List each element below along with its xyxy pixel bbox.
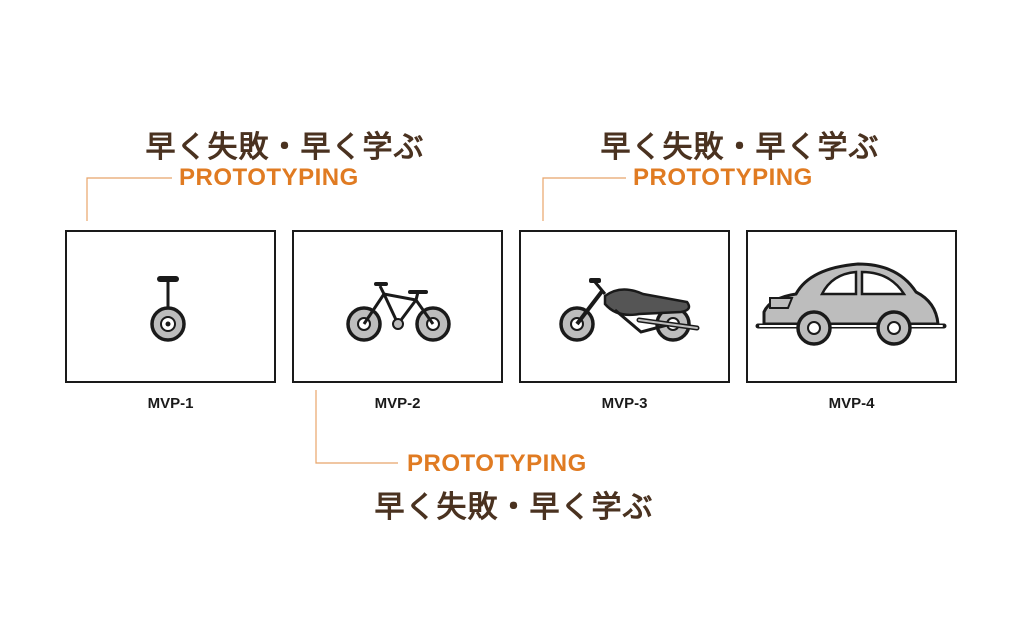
annotation-heading-2: 早く失敗・早く学ぶ (600, 130, 880, 165)
mvp-1-caption: MVP-1 (147, 395, 194, 412)
mvp-2-caption: MVP-2 (374, 395, 421, 412)
unicycle-icon (150, 276, 186, 342)
connector-line-3 (315, 390, 398, 464)
mvp-4-caption: MVP-4 (828, 395, 875, 412)
mvp-2-frame (292, 230, 503, 383)
mvp-1-frame (65, 230, 276, 383)
mvp-3-caption: MVP-3 (601, 395, 648, 412)
bicycle-icon (346, 282, 451, 342)
car-icon (755, 262, 947, 346)
mvp-4-frame (746, 230, 957, 383)
mvp-3-frame (519, 230, 730, 383)
connector-line-1 (86, 177, 172, 221)
annotation-heading-3: 早く失敗・早く学ぶ (374, 490, 654, 525)
motorcycle-icon (559, 278, 700, 342)
annotation-label-3: PROTOTYPING (407, 450, 587, 477)
annotation-label-1: PROTOTYPING (179, 164, 359, 191)
annotation-label-2: PROTOTYPING (633, 164, 813, 191)
annotation-heading-1: 早く失敗・早く学ぶ (145, 130, 425, 165)
connector-line-2 (542, 177, 626, 221)
